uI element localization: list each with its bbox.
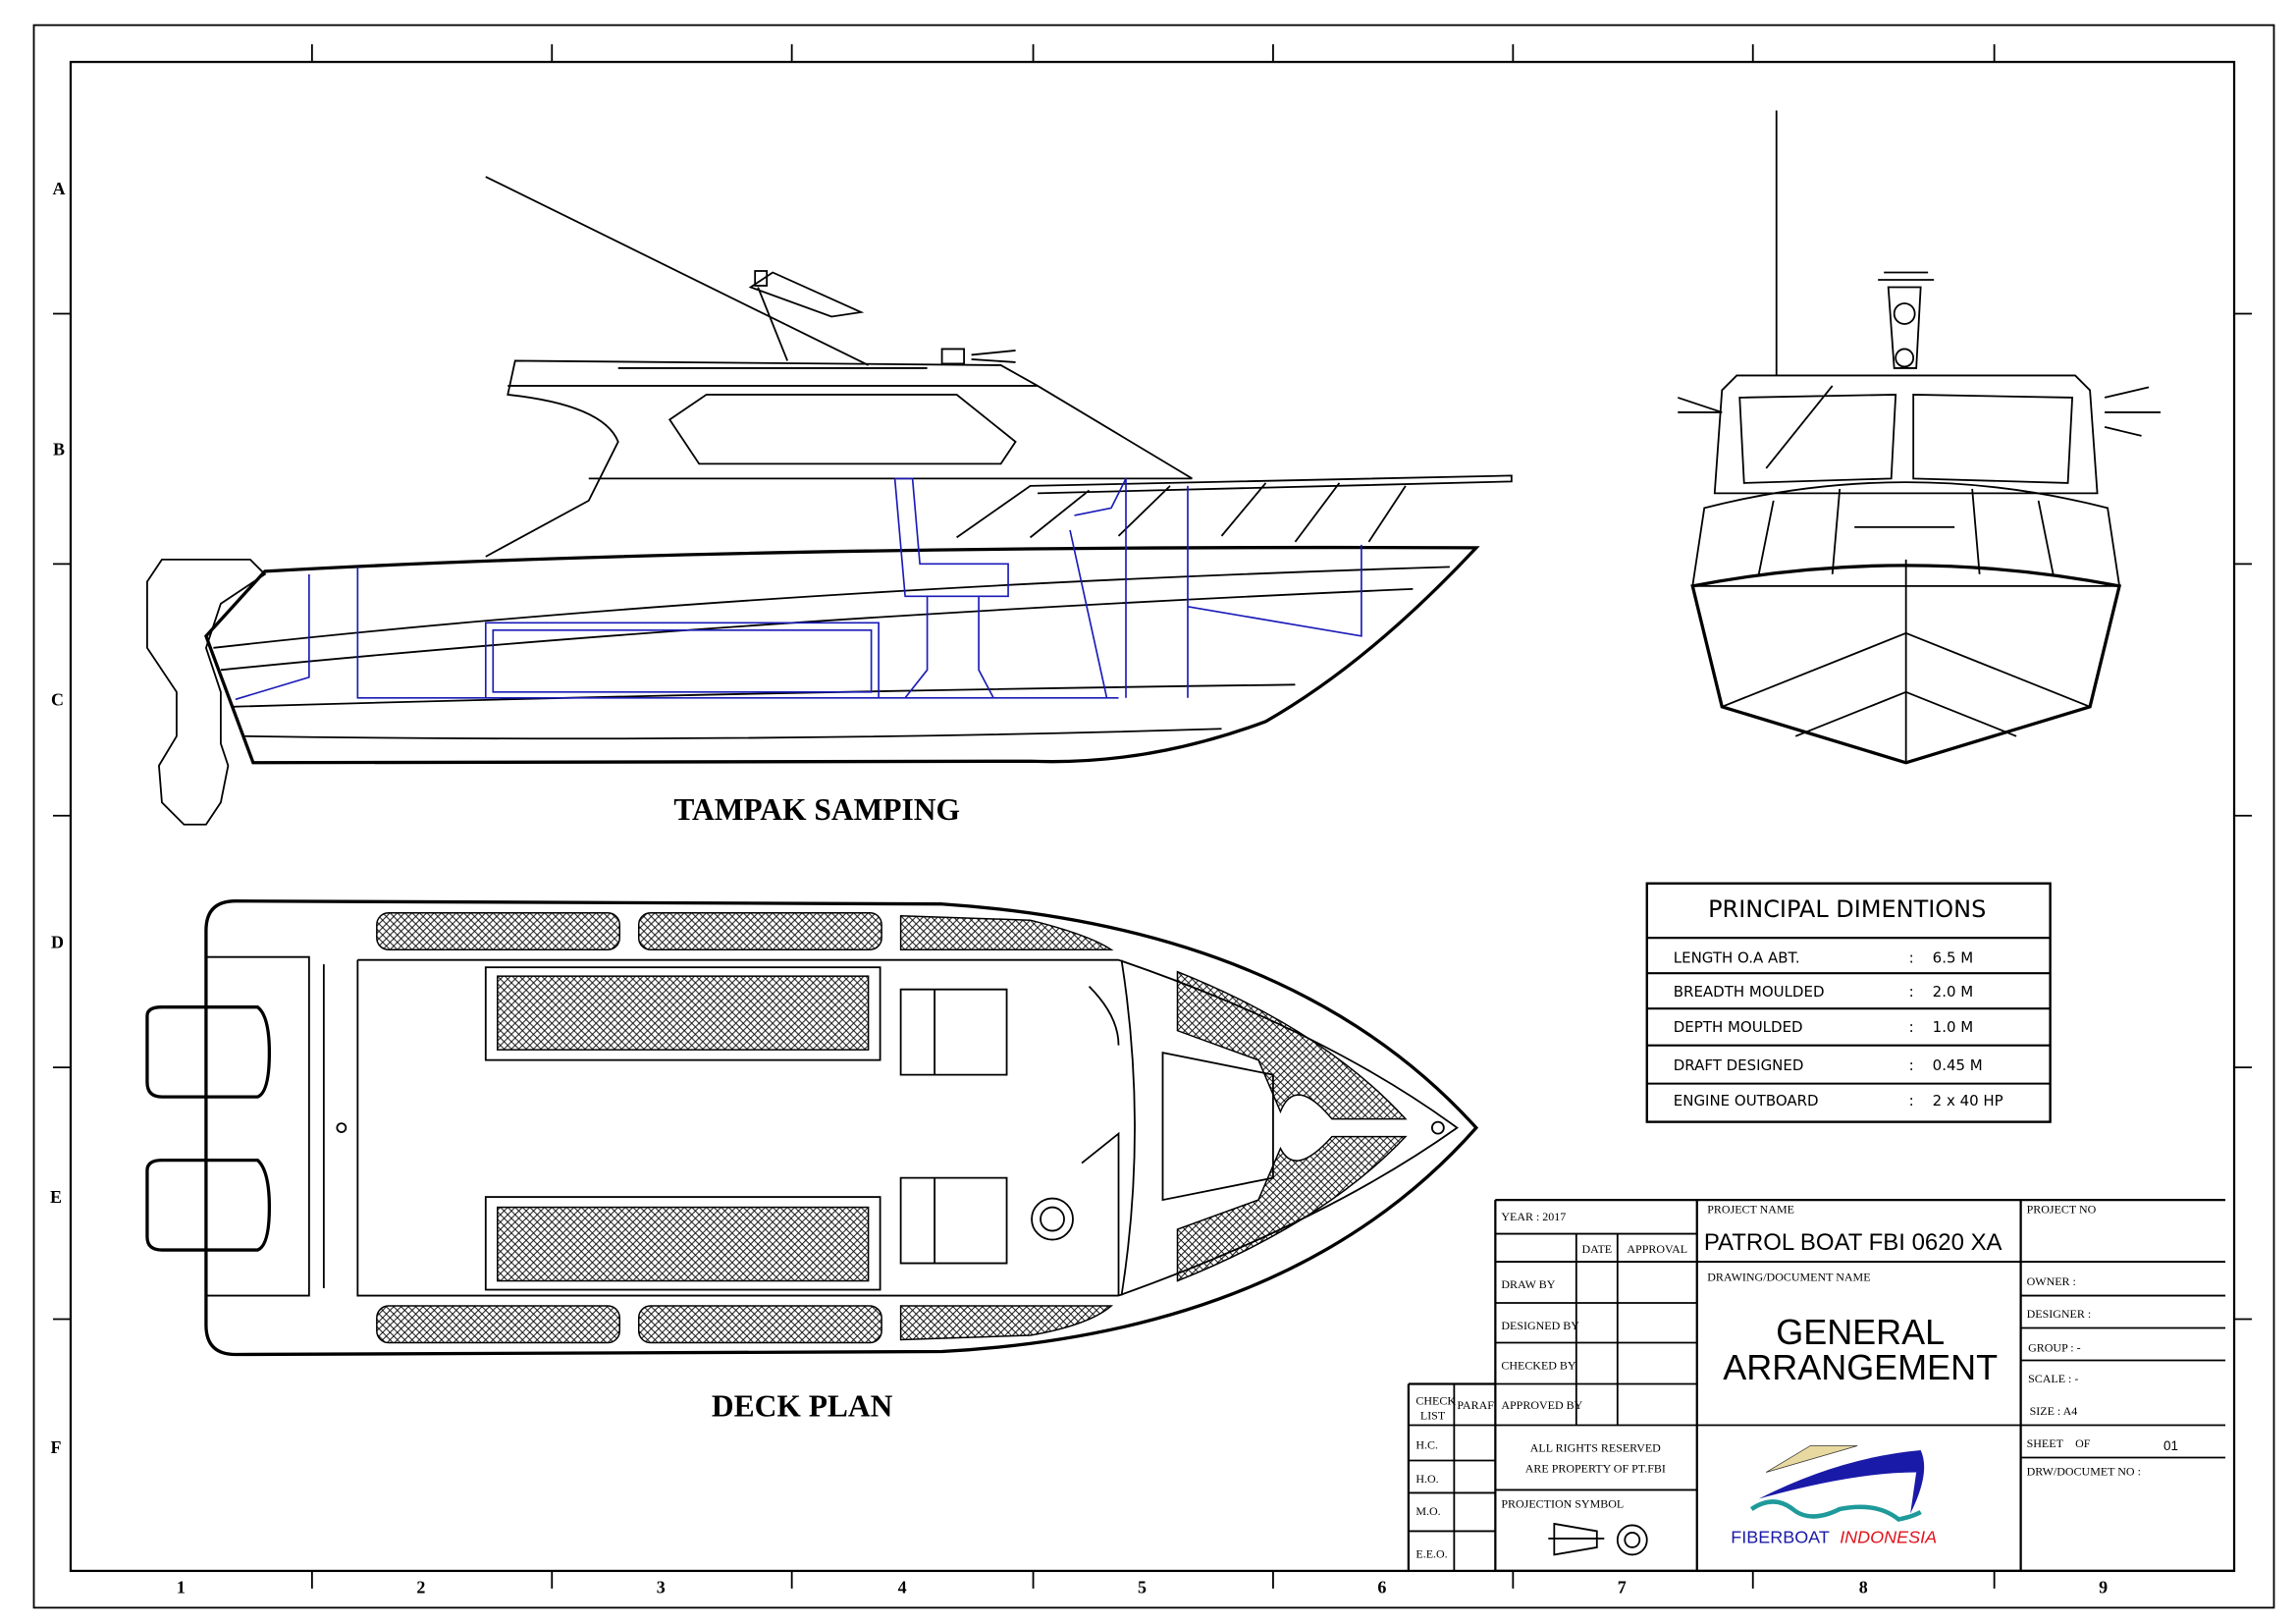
front-view-drawing bbox=[1677, 110, 2162, 765]
principal-dimensions-title: PRINCIPAL DIMENTIONS bbox=[1708, 895, 1986, 923]
approval-header: APPROVAL bbox=[1627, 1242, 1687, 1256]
paraf-label: PARAF bbox=[1457, 1398, 1494, 1412]
fiberboat-logo: FIBERBOAT INDONESIA bbox=[1731, 1445, 1937, 1546]
dimension-value: 1.0 M bbox=[1933, 1018, 1974, 1036]
project-no-label: PROJECT NO bbox=[2027, 1203, 2097, 1217]
dimension-label: LENGTH O.A ABT. bbox=[1674, 949, 1800, 967]
check-item: M.O. bbox=[1415, 1504, 1440, 1518]
year-field: YEAR : 2017 bbox=[1501, 1210, 1566, 1223]
designer-field: DESIGNER : bbox=[2027, 1307, 2092, 1321]
of-label: OF bbox=[2075, 1436, 2091, 1450]
dimension-label: DEPTH MOULDED bbox=[1674, 1018, 1803, 1036]
scale-field: SCALE : - bbox=[2028, 1372, 2078, 1385]
dimension-sep: : bbox=[1909, 1018, 1914, 1036]
drawing-name: ARRANGEMENT bbox=[1723, 1347, 1998, 1387]
draw-by-label: DRAW BY bbox=[1501, 1277, 1555, 1291]
grid-col-label: 7 bbox=[1618, 1577, 1627, 1597]
grid-row-label: A bbox=[52, 179, 65, 198]
title-block: YEAR : 2017 DATE APPROVAL DRAW BY DESIGN… bbox=[1407, 1198, 2235, 1573]
group-field: GROUP : - bbox=[2028, 1341, 2081, 1355]
dimension-row: BREADTH MOULDED : 2.0 M bbox=[1674, 983, 1973, 1001]
rights-text: ALL RIGHTS RESERVED bbox=[1530, 1440, 1661, 1454]
grid-row-labels: A B C D E F bbox=[50, 179, 65, 1457]
grid-col-label: 8 bbox=[1859, 1577, 1868, 1597]
grid-col-label: 9 bbox=[2099, 1577, 2108, 1597]
grid-column-labels: 1 2 3 4 5 6 7 8 9 bbox=[177, 1577, 2108, 1597]
check-list-label: LIST bbox=[1420, 1408, 1446, 1422]
size-field: SIZE : A4 bbox=[2030, 1404, 2078, 1418]
side-view-drawing: TAMPAK SAMPING bbox=[146, 176, 1513, 827]
grid-row-label: C bbox=[51, 689, 64, 709]
check-item: H.O. bbox=[1415, 1472, 1438, 1486]
checked-by-label: CHECKED BY bbox=[1501, 1359, 1576, 1373]
project-name: PATROL BOAT FBI 0620 XA bbox=[1704, 1229, 2002, 1256]
drawing-number-label: DRW/DOCUMET NO : bbox=[2027, 1464, 2141, 1478]
projection-symbol-label: PROJECTION SYMBOL bbox=[1501, 1496, 1624, 1510]
dimension-row: DEPTH MOULDED : 1.0 M bbox=[1674, 1018, 1973, 1036]
dimension-label: DRAFT DESIGNED bbox=[1674, 1056, 1804, 1074]
dimension-row: LENGTH O.A ABT. : 6.5 M bbox=[1674, 949, 1973, 967]
dimension-label: ENGINE OUTBOARD bbox=[1674, 1092, 1819, 1110]
principal-dimensions-table: PRINCIPAL DIMENTIONS LENGTH O.A ABT. : 6… bbox=[1645, 882, 2052, 1123]
dimension-row: ENGINE OUTBOARD : 2 x 40 HP bbox=[1674, 1092, 2003, 1110]
dimension-sep: : bbox=[1909, 983, 1914, 1001]
dimension-value: 0.45 M bbox=[1933, 1056, 1983, 1074]
grid-row-label: B bbox=[53, 439, 65, 459]
dimension-sep: : bbox=[1909, 949, 1914, 967]
dimension-row: DRAFT DESIGNED : 0.45 M bbox=[1674, 1056, 1983, 1074]
deck-plan-drawing: DECK PLAN bbox=[145, 899, 1479, 1423]
dimension-value: 6.5 M bbox=[1933, 949, 1974, 967]
drawing-name: GENERAL bbox=[1776, 1312, 1945, 1352]
dimension-value: 2.0 M bbox=[1933, 983, 1974, 1001]
designed-by-label: DESIGNED BY bbox=[1501, 1319, 1579, 1332]
grid-row-label: E bbox=[50, 1187, 62, 1207]
grid-col-label: 6 bbox=[1377, 1577, 1386, 1597]
logo-text-indonesia: INDONESIA bbox=[1840, 1527, 1937, 1546]
grid-col-label: 4 bbox=[898, 1577, 907, 1597]
dimension-sep: : bbox=[1909, 1056, 1914, 1074]
dimension-sep: : bbox=[1909, 1092, 1914, 1110]
grid-row-label: D bbox=[51, 933, 64, 952]
sheet-number: 01 bbox=[2163, 1438, 2178, 1453]
check-item: E.E.O. bbox=[1415, 1546, 1447, 1560]
project-name-label: PROJECT NAME bbox=[1707, 1203, 1794, 1217]
dimension-label: BREADTH MOULDED bbox=[1674, 983, 1825, 1001]
drawing-frame bbox=[32, 24, 2275, 1609]
projection-symbol-icon bbox=[1548, 1522, 1648, 1556]
owner-field: OWNER : bbox=[2027, 1274, 2076, 1288]
approved-by-label: APPROVED BY bbox=[1501, 1398, 1582, 1412]
grid-col-label: 5 bbox=[1138, 1577, 1147, 1597]
dimension-value: 2 x 40 HP bbox=[1933, 1092, 2003, 1110]
sheet-label: SHEET bbox=[2027, 1436, 2064, 1450]
drawing-name-label: DRAWING/DOCUMENT NAME bbox=[1707, 1271, 1870, 1284]
date-header: DATE bbox=[1581, 1242, 1612, 1256]
check-item: H.C. bbox=[1415, 1437, 1438, 1451]
grid-col-label: 2 bbox=[416, 1577, 425, 1597]
side-view-title: TAMPAK SAMPING bbox=[673, 792, 960, 827]
logo-text-fiberboat: FIBERBOAT bbox=[1731, 1527, 1830, 1546]
rights-text: ARE PROPERTY OF PT.FBI bbox=[1525, 1461, 1666, 1475]
deck-plan-title: DECK PLAN bbox=[712, 1388, 893, 1423]
grid-col-label: 1 bbox=[177, 1577, 186, 1597]
check-list-label: CHECK bbox=[1415, 1393, 1456, 1407]
grid-col-label: 3 bbox=[657, 1577, 666, 1597]
grid-row-label: F bbox=[50, 1437, 61, 1457]
